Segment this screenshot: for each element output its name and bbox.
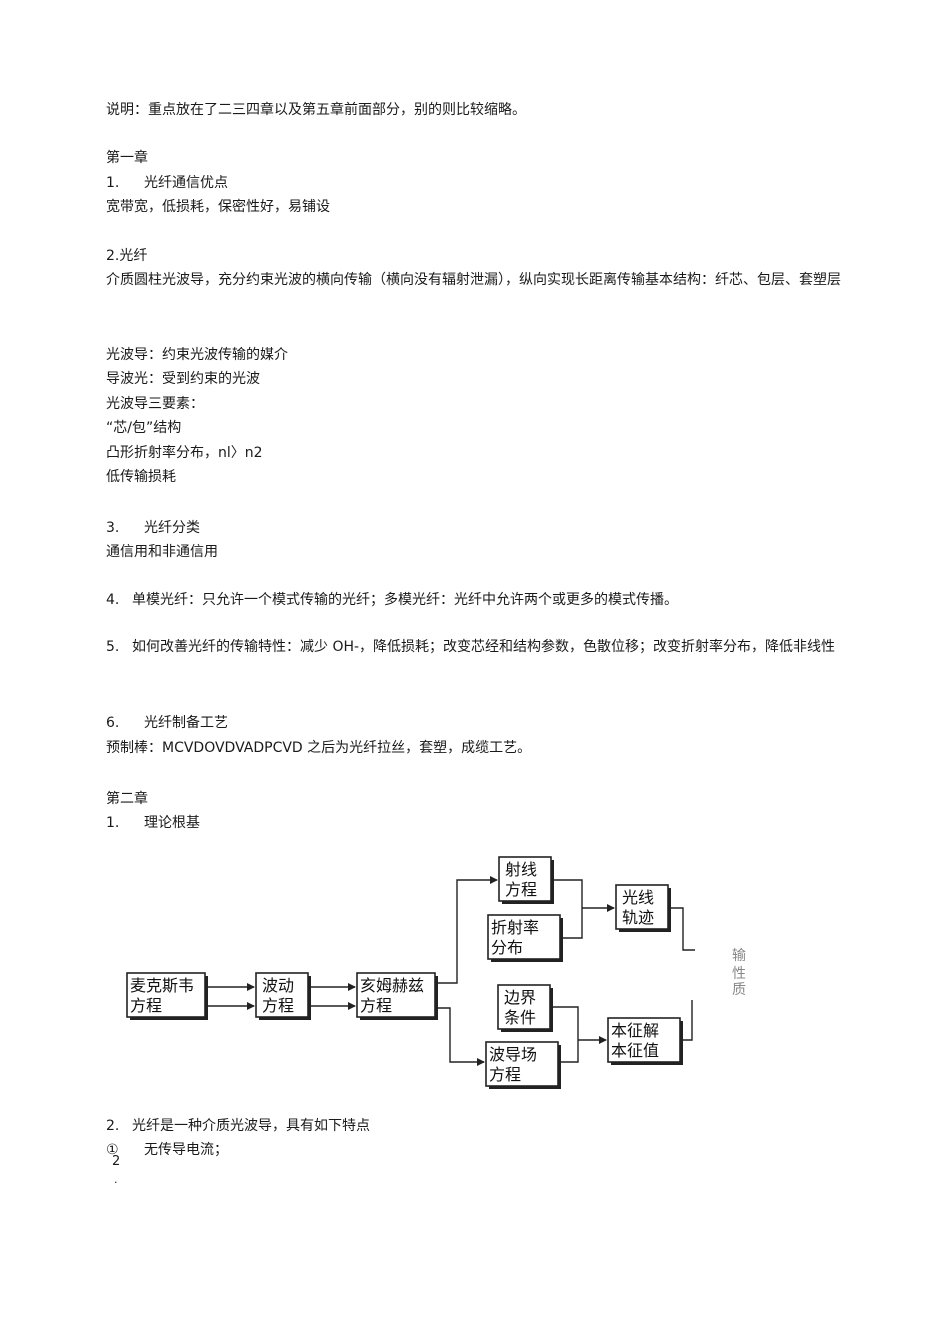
ch1-section1-body: 宽带宽，低损耗，保密性好，易铺设 [106,199,330,215]
section-body: 如何改善光纤的传输特性：减少 OH-，降低损耗；改变芯经和结构参数，色散位移；改… [132,639,836,655]
box-label: 射线 [505,860,537,879]
box-label: 方程 [262,996,294,1015]
wave-equation-box: 波动 方程 [255,972,311,1020]
section-body: 光纤是一种介质光波导，具有如下特点 [132,1118,370,1134]
side-label: 性 [732,966,746,982]
item-body: 无传导电流； [144,1142,228,1158]
ch1-section3-heading: 3. 光纤分类 [106,518,200,538]
box-label: 方程 [360,996,392,1015]
box-label: 方程 [505,880,537,899]
section-title: 理论根基 [144,815,200,831]
chapter1-title: 第一章 [106,150,148,166]
section-number: 3. [106,520,120,536]
ch1-section2-body: 介质圆柱光波导，充分约束光波的横向传输（横向没有辐射泄漏），纵向实现长距离传输基… [106,272,841,288]
section-body: 单模光纤：只允许一个模式传输的光纤；多模光纤：光纤中允许两个或更多的模式传播。 [132,592,678,608]
page-number: 2 [112,1154,121,1169]
boundary-condition-box: 边界 条件 [497,984,553,1032]
box-label: 本征值 [611,1041,659,1060]
section-number: 5. [106,639,120,655]
element-index-profile: 凸形折射率分布，nl〉n2 [106,445,263,461]
ch1-section4: 4. 单模光纤：只允许一个模式传输的光纤；多模光纤：光纤中允许两个或更多的模式传播… [106,590,678,610]
box-label: 波导场 [489,1045,537,1064]
definition-guided-light: 导波光：受到约束的光波 [106,371,260,387]
ch1-section1-heading: 1. 光纤通信优点 [106,173,228,193]
ray-equation-box: 射线 方程 [498,856,554,904]
side-label: 输 [732,948,746,964]
box-label: 轨迹 [622,908,654,927]
section-title: 光纤分类 [144,520,200,536]
circled-number: ① [106,1142,119,1158]
box-label: 亥姆赫兹 [360,976,424,995]
element-low-loss: 低传输损耗 [106,469,176,485]
element-core-cladding: “芯/包”结构 [106,420,182,436]
box-label: 波动 [262,976,294,995]
ch2-section2: 2. 光纤是一种介质光波导，具有如下特点 [106,1116,370,1136]
definition-waveguide: 光波导：约束光波传输的媒介 [106,347,288,363]
box-label: 边界 [504,988,536,1007]
section-number: 1. [106,175,120,191]
section-title: 光纤通信优点 [144,175,228,191]
ch2-item1: ① 无传导电流； [106,1140,228,1160]
box-label: 本征解 [611,1021,659,1040]
ch1-section2-heading: 2.光纤 [106,248,148,264]
box-label: 折射率 [491,918,539,937]
box-label: 麦克斯韦 [130,976,194,995]
box-label: 光线 [622,888,654,907]
waveguide-field-box: 波导场 方程 [485,1041,561,1089]
maxwell-equation-box: 麦克斯韦 方程 [126,972,208,1020]
theory-flow-diagram: 麦克斯韦 方程 波动 方程 亥姆赫兹 方程 射线 方程 折射率 分布 光线 轨迹 [126,856,746,1089]
helmholtz-equation-box: 亥姆赫兹 方程 [356,972,438,1020]
chapter2-title: 第二章 [106,791,148,807]
section-number: 2. [106,1118,120,1134]
side-label: 质 [732,982,746,998]
section-title: 光纤制备工艺 [144,715,228,731]
index-distribution-box: 折射率 分布 [487,914,563,962]
page-dot: . [114,1173,118,1186]
box-label: 方程 [489,1065,521,1084]
ch1-section5: 5. 如何改善光纤的传输特性：减少 OH-，降低损耗；改变芯经和结构参数，色散位移… [106,635,851,660]
ch1-section3-body: 通信用和非通信用 [106,544,218,560]
ray-trajectory-box: 光线 轨迹 [615,884,671,932]
definition-three-elements: 光波导三要素： [106,396,204,412]
section-number: 4. [106,592,120,608]
ch1-section6-body: 预制棒：MCVDOVDVADPCVD 之后为光纤拉丝，套塑，成缆工艺。 [106,740,532,756]
section-number: 6. [106,715,120,731]
ch2-section1-heading: 1. 理论根基 [106,813,200,833]
box-label: 条件 [504,1008,536,1027]
section-number: 1. [106,815,120,831]
ch1-section6-heading: 6. 光纤制备工艺 [106,713,228,733]
box-label: 分布 [491,938,523,957]
intro-note: 说明：重点放在了二三四章以及第五章前面部分，别的则比较缩略。 [106,102,526,118]
eigen-solution-box: 本征解 本征值 [607,1017,683,1065]
box-label: 方程 [130,996,162,1015]
